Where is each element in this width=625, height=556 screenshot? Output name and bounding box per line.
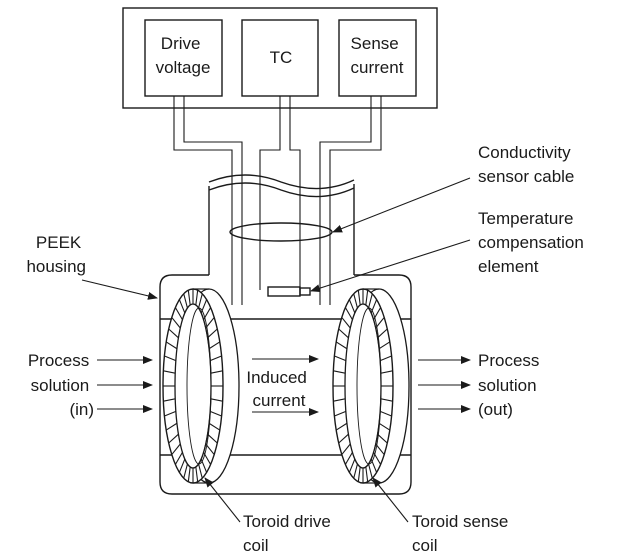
temperature-element [267, 286, 301, 297]
cable-ring [229, 222, 333, 242]
outflow-arrows [418, 356, 471, 413]
toroid-sense-coil [332, 288, 410, 484]
process-solution-out-label: Process solution (out) [478, 351, 544, 419]
toroid-sense-coil-label: Toroid sense coil [412, 512, 513, 555]
sense-wires [319, 96, 382, 305]
conductivity-sensor-cable-label: Conductivity sensor cable [478, 143, 575, 186]
peek-housing-label: PEEK housing [26, 233, 86, 276]
toroid-drive-coil [162, 288, 240, 484]
sensor-cable-jacket [208, 174, 355, 275]
sense-current-box [338, 19, 417, 97]
drive-wires [173, 96, 243, 305]
temperature-compensation-label: Temperature compensation element [478, 209, 589, 276]
sense-current-label: Sense current [351, 34, 404, 77]
temperature-element-cap [299, 287, 311, 296]
leader-lines [81, 177, 471, 523]
tc-wires [259, 96, 301, 290]
induced-arrows [252, 355, 319, 416]
tc-label: TC [270, 48, 293, 67]
induced-current-label: Induced current [246, 368, 311, 410]
inflow-arrows [97, 356, 153, 413]
process-solution-in-label: Process solution (in) [28, 351, 94, 419]
drive-voltage-label: Drive voltage [156, 34, 211, 77]
peek-housing [159, 274, 412, 495]
toroid-drive-coil-label: Toroid drive coil [243, 512, 336, 555]
